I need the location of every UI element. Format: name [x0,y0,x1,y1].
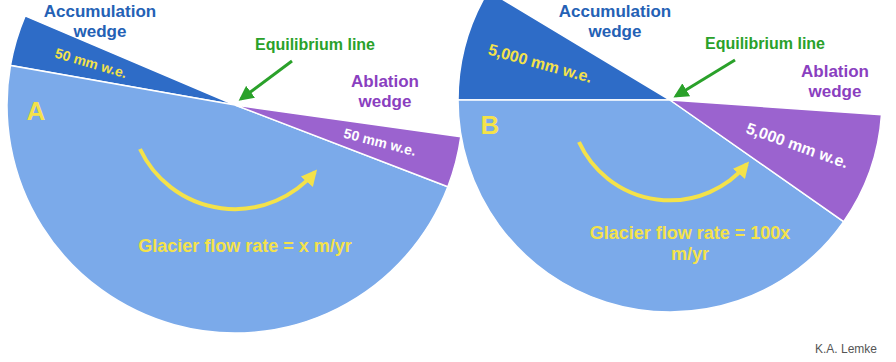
equilibrium-arrow [241,61,292,99]
equilibrium-arrow [676,60,735,96]
flow-arrow [579,142,747,200]
flow-rate: Glacier flow rate = 100x m/yr [570,223,810,264]
equilibrium-label: Equilibrium line [255,36,375,54]
panel-letter: B [481,111,500,141]
flow-rate: Glacier flow rate = x m/yr [135,236,355,257]
wedge-heading: Accumulation wedge [550,2,680,41]
wedge-heading: Ablation wedge [790,62,880,101]
flow-arrow [140,149,315,209]
sector-outline [670,100,881,222]
credit: K.A. Lemke [815,343,877,357]
sector-outline [7,65,448,333]
wedge-heading: Accumulation wedge [35,2,165,41]
panel-letter: A [27,97,46,127]
equilibrium-label: Equilibrium line [705,35,825,53]
wedge-heading: Ablation wedge [340,72,430,111]
sector-outline [235,105,461,187]
